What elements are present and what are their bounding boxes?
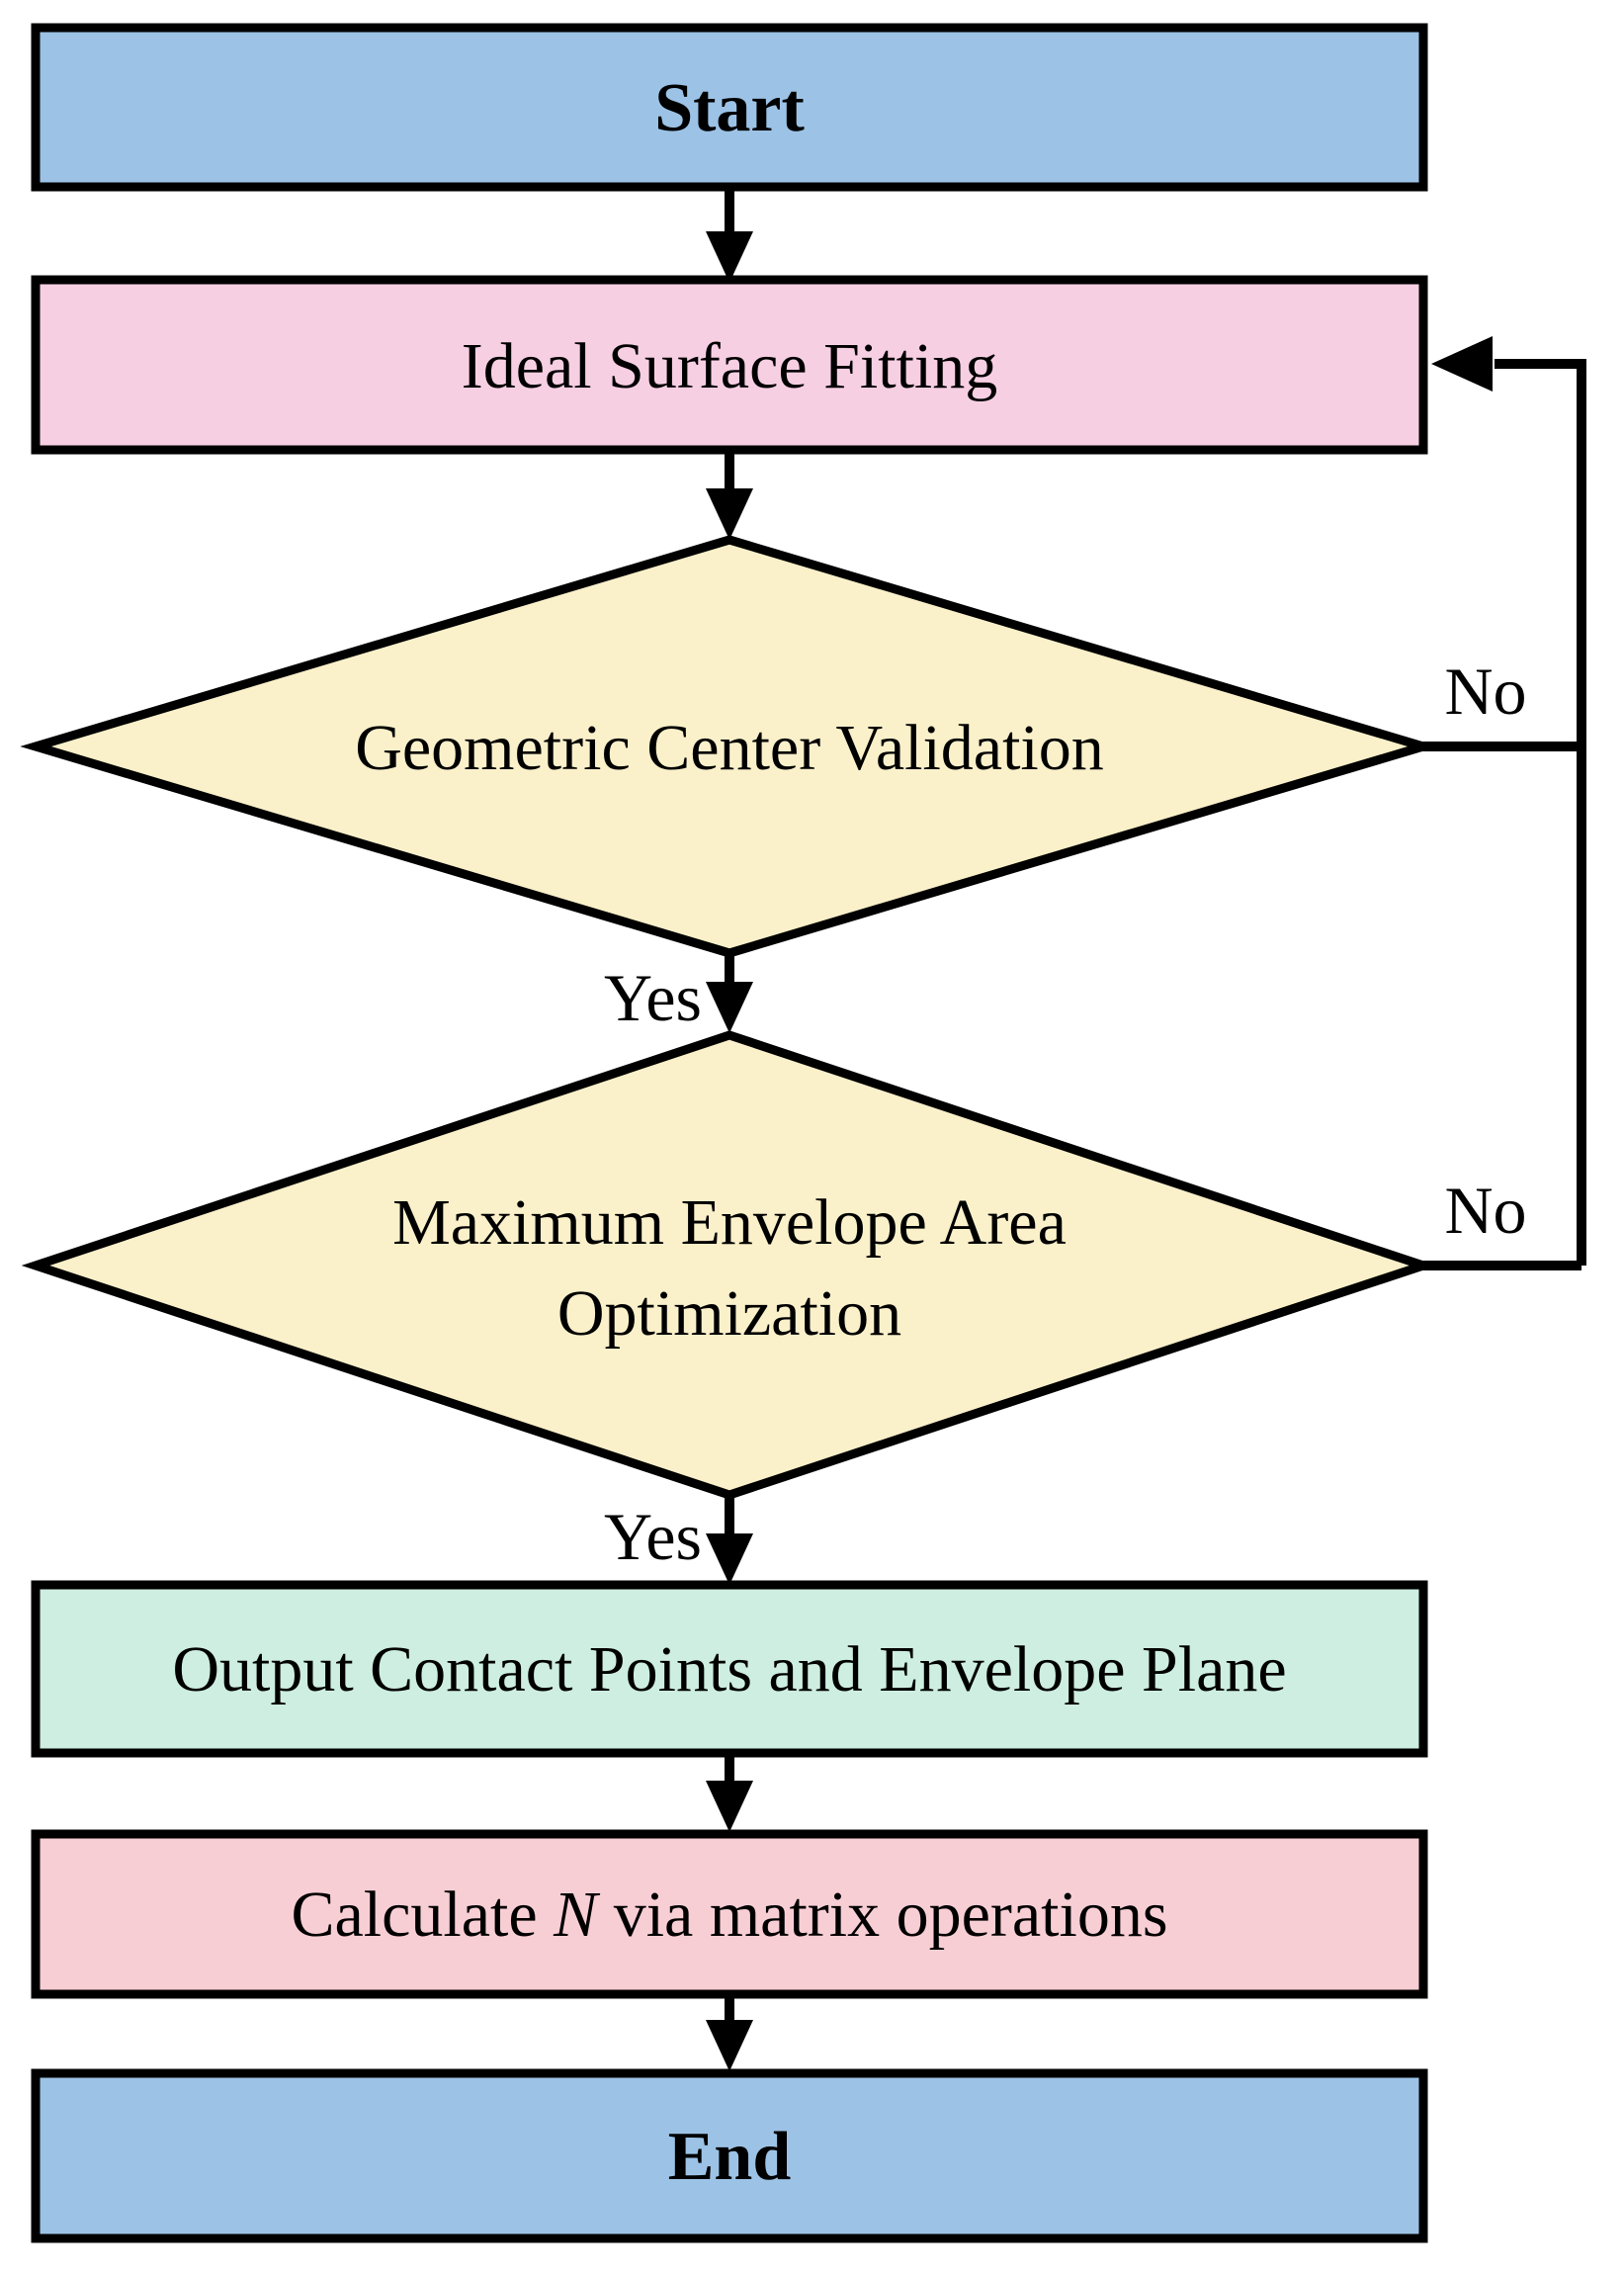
node-start-label: Start: [654, 70, 805, 146]
node-ideal-surface-fitting-label: Ideal Surface Fitting: [462, 330, 998, 402]
node-output-contact-points-label: Output Contact Points and Envelope Plane: [172, 1633, 1286, 1706]
no-feedback-connector-line: [1420, 359, 1586, 1270]
node-calculate-n: [31, 1829, 1428, 1999]
arrow-validation-to-optimization-head-icon: [706, 982, 753, 1033]
node-start: [31, 23, 1428, 192]
node-maximum-envelope-area-label-line1: Maximum Envelope Area: [392, 1186, 1067, 1259]
node-end-label: End: [668, 2119, 792, 2195]
calculate-label-prefix: Calculate: [291, 1879, 554, 1951]
node-ideal-surface-fitting: [31, 275, 1428, 455]
node-calculate-n-label: Calculate N via matrix operations: [291, 1879, 1167, 1951]
edge-label-optimization-yes: Yes: [604, 1499, 702, 1574]
calculate-label-suffix: via matrix operations: [597, 1879, 1167, 1951]
calculate-label-variable-n: N: [553, 1879, 601, 1951]
edge-label-validation-yes: Yes: [604, 960, 702, 1035]
arrow-calculate-to-end-head-icon: [706, 2020, 753, 2071]
node-maximum-envelope-area-label-line2: Optimization: [557, 1277, 901, 1350]
edge-label-validation-no: No: [1444, 654, 1526, 729]
node-maximum-envelope-area: [21, 1030, 1438, 1500]
arrow-output-to-calculate-head-icon: [706, 1781, 753, 1832]
no-feedback-arrowhead-icon: [1431, 336, 1493, 392]
node-geometric-center-validation: [20, 535, 1439, 958]
node-geometric-center-validation-label: Geometric Center Validation: [355, 712, 1104, 784]
node-end: [31, 2068, 1428, 2243]
edge-label-optimization-no: No: [1444, 1173, 1526, 1248]
arrow-optimization-to-output-head-icon: [706, 1533, 753, 1585]
arrow-start-to-fitting-head-icon: [706, 231, 753, 283]
node-output-contact-points: [31, 1580, 1428, 1758]
arrow-fitting-to-validation-head-icon: [706, 488, 753, 540]
